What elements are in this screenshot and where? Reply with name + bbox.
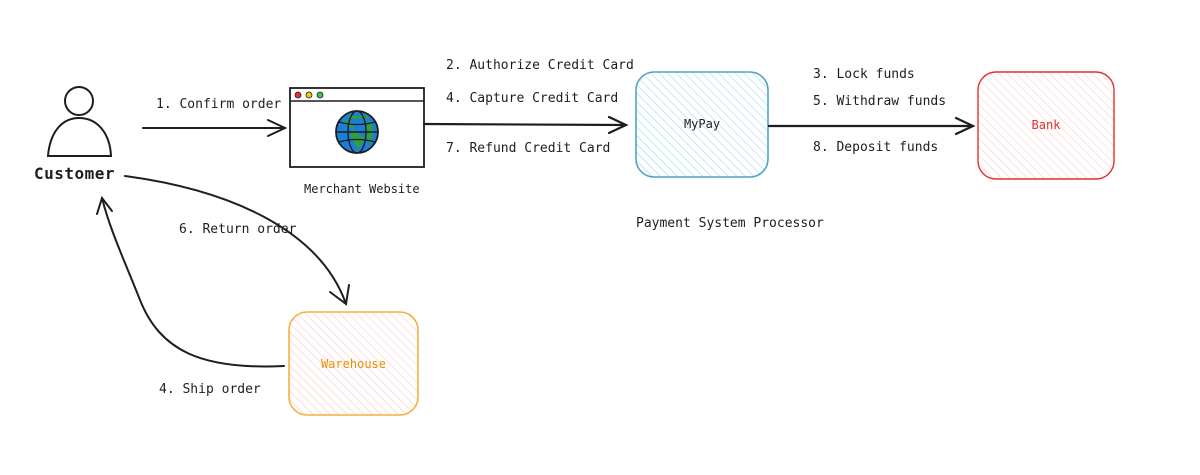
arrow-return-order xyxy=(124,175,350,306)
warehouse-box xyxy=(288,311,419,416)
edge-label-capture-credit-card: 4. Capture Credit Card xyxy=(446,91,619,106)
bank-box xyxy=(977,71,1115,180)
edge-label-refund-credit-card: 7. Refund Credit Card xyxy=(446,141,611,156)
warehouse-label: Warehouse xyxy=(320,357,387,371)
customer-icon xyxy=(46,86,113,157)
mypay-box xyxy=(635,71,769,178)
merchant-browser-icon xyxy=(289,87,425,168)
arrow-mypay-to-bank xyxy=(767,116,976,136)
edge-label-authorize-credit-card: 2. Authorize Credit Card xyxy=(446,58,634,73)
globe-icon xyxy=(335,110,379,154)
arrow-merchant-to-mypay xyxy=(422,115,629,135)
mypay-label: MyPay xyxy=(683,117,721,131)
edge-label-withdraw-funds: 5. Withdraw funds xyxy=(813,94,947,109)
edge-label-deposit-funds: 8. Deposit funds xyxy=(813,140,939,155)
customer-label: Customer xyxy=(34,164,116,183)
bank-label: Bank xyxy=(1031,118,1061,132)
arrow-ship-order xyxy=(96,195,285,368)
arrow-confirm-order xyxy=(142,119,288,137)
payment-system-processor-caption: Payment System Processor xyxy=(636,216,824,231)
merchant-website-label: Merchant Website xyxy=(304,182,420,196)
edge-label-return-order: 6. Return order xyxy=(179,222,297,237)
edge-label-confirm-order: 1. Confirm order xyxy=(156,97,282,112)
edge-label-ship-order: 4. Ship order xyxy=(159,382,261,397)
edge-label-lock-funds: 3. Lock funds xyxy=(813,67,915,82)
